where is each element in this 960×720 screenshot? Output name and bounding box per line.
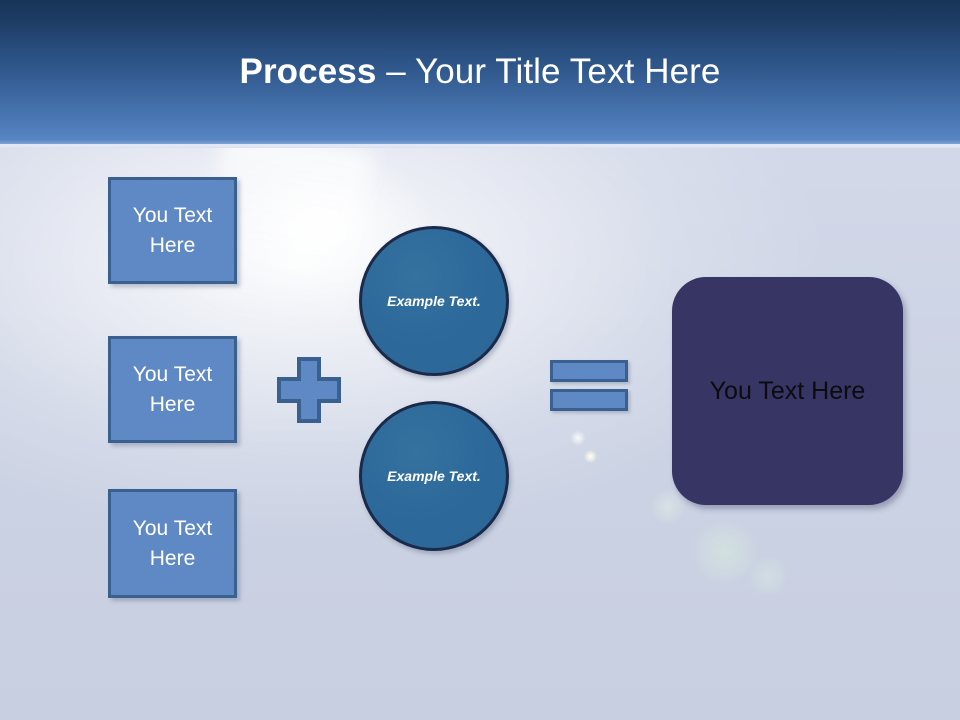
input-square-1-label: You Text Here [132,203,213,257]
result-block[interactable]: You Text Here [672,277,903,505]
example-circle-1-label: Example Text. [387,292,481,309]
equals-operator-icon-top-bar [550,360,628,382]
plus-operator-icon [277,357,341,423]
example-circle-1[interactable]: Example Text. [359,226,509,376]
equals-operator-icon-bottom-bar [550,389,628,411]
input-square-3-label: You Text Here [132,516,213,570]
input-square-2-label: You Text Here [132,362,213,416]
slide-title: Process – Your Title Text Here [0,50,960,94]
slide-title-strong: Process [239,52,377,91]
slide-title-rest: – Your Title Text Here [376,52,721,91]
input-square-3[interactable]: You Text Here [108,489,237,598]
example-circle-2[interactable]: Example Text. [359,401,509,551]
result-block-label: You Text Here [709,377,866,405]
input-square-1[interactable]: You Text Here [108,177,237,284]
header-underline [0,144,960,148]
input-square-2[interactable]: You Text Here [108,336,237,443]
slide-header-band [0,0,960,144]
example-circle-2-label: Example Text. [387,467,481,484]
